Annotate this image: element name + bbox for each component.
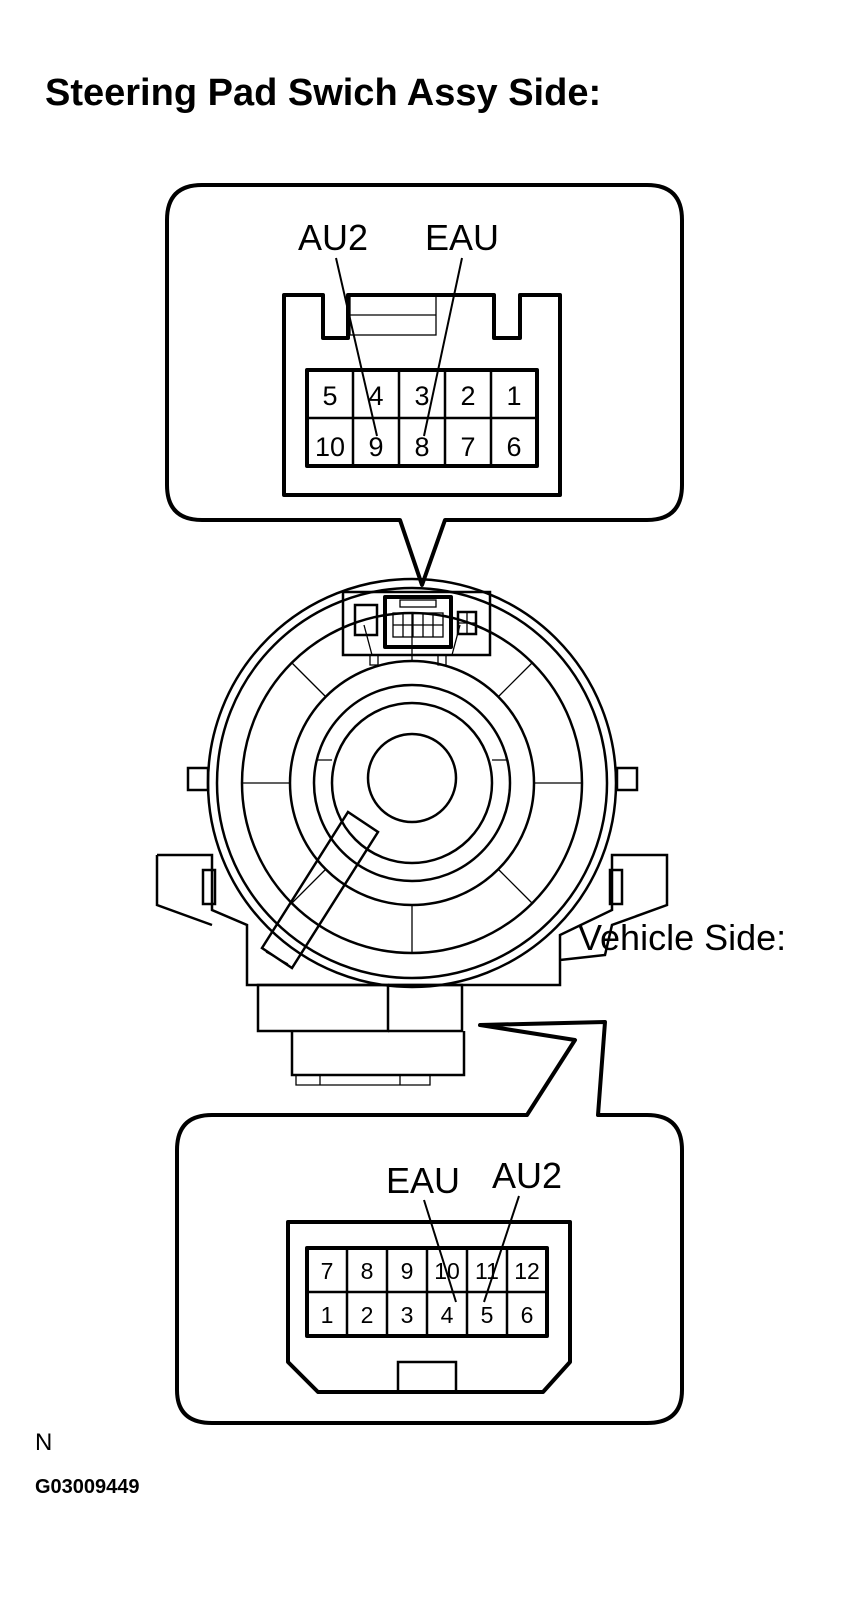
vehicle-side-label: Vehicle Side: [578, 917, 786, 958]
pin-label: 4 [368, 381, 383, 411]
pin-label: 1 [321, 1302, 334, 1328]
pin-label: 2 [460, 381, 475, 411]
leader-line [483, 1195, 520, 1303]
pin-label: 3 [414, 381, 429, 411]
top-connector-callout [165, 183, 684, 587]
callout-label-au2: AU2 [492, 1155, 562, 1196]
pin-label: 4 [441, 1302, 454, 1328]
leader-line [423, 257, 463, 437]
bottom-connector-callout [175, 1020, 684, 1425]
pin-label: 8 [361, 1258, 374, 1284]
leader-line [335, 257, 378, 437]
top-pin-grid: 5 4 3 2 1 10 9 8 7 6 [305, 368, 539, 468]
pin-label: 9 [368, 432, 383, 462]
pin-label: 6 [506, 432, 521, 462]
callout-label-eau: EAU [425, 217, 499, 258]
callout-label-eau: EAU [386, 1160, 460, 1201]
pin-label: 1 [506, 381, 521, 411]
footer-letter: N [35, 1429, 52, 1456]
bottom-connector-housing [286, 1220, 572, 1394]
pin-label: 12 [514, 1258, 540, 1284]
pin-label: 3 [401, 1302, 414, 1328]
leader-line [423, 1199, 457, 1303]
pin-label: 5 [481, 1302, 494, 1328]
pin-label: 10 [315, 432, 345, 462]
callout-label-au2: AU2 [298, 217, 368, 258]
pin-label: 7 [460, 432, 475, 462]
pin-label: 7 [321, 1258, 334, 1284]
pin-label: 6 [521, 1302, 534, 1328]
bottom-pin-grid: 7 8 9 10 11 12 1 2 3 4 5 6 [305, 1246, 549, 1338]
pin-label: 2 [361, 1302, 374, 1328]
figure-code: G03009449 [35, 1476, 140, 1498]
pin-label: 5 [322, 381, 337, 411]
page-title: Steering Pad Swich Assy Side: [45, 72, 601, 114]
spiral-cable-body [155, 577, 669, 1086]
pin-label: 8 [414, 432, 429, 462]
pin-label: 9 [401, 1258, 414, 1284]
pin-label: 11 [475, 1258, 499, 1284]
